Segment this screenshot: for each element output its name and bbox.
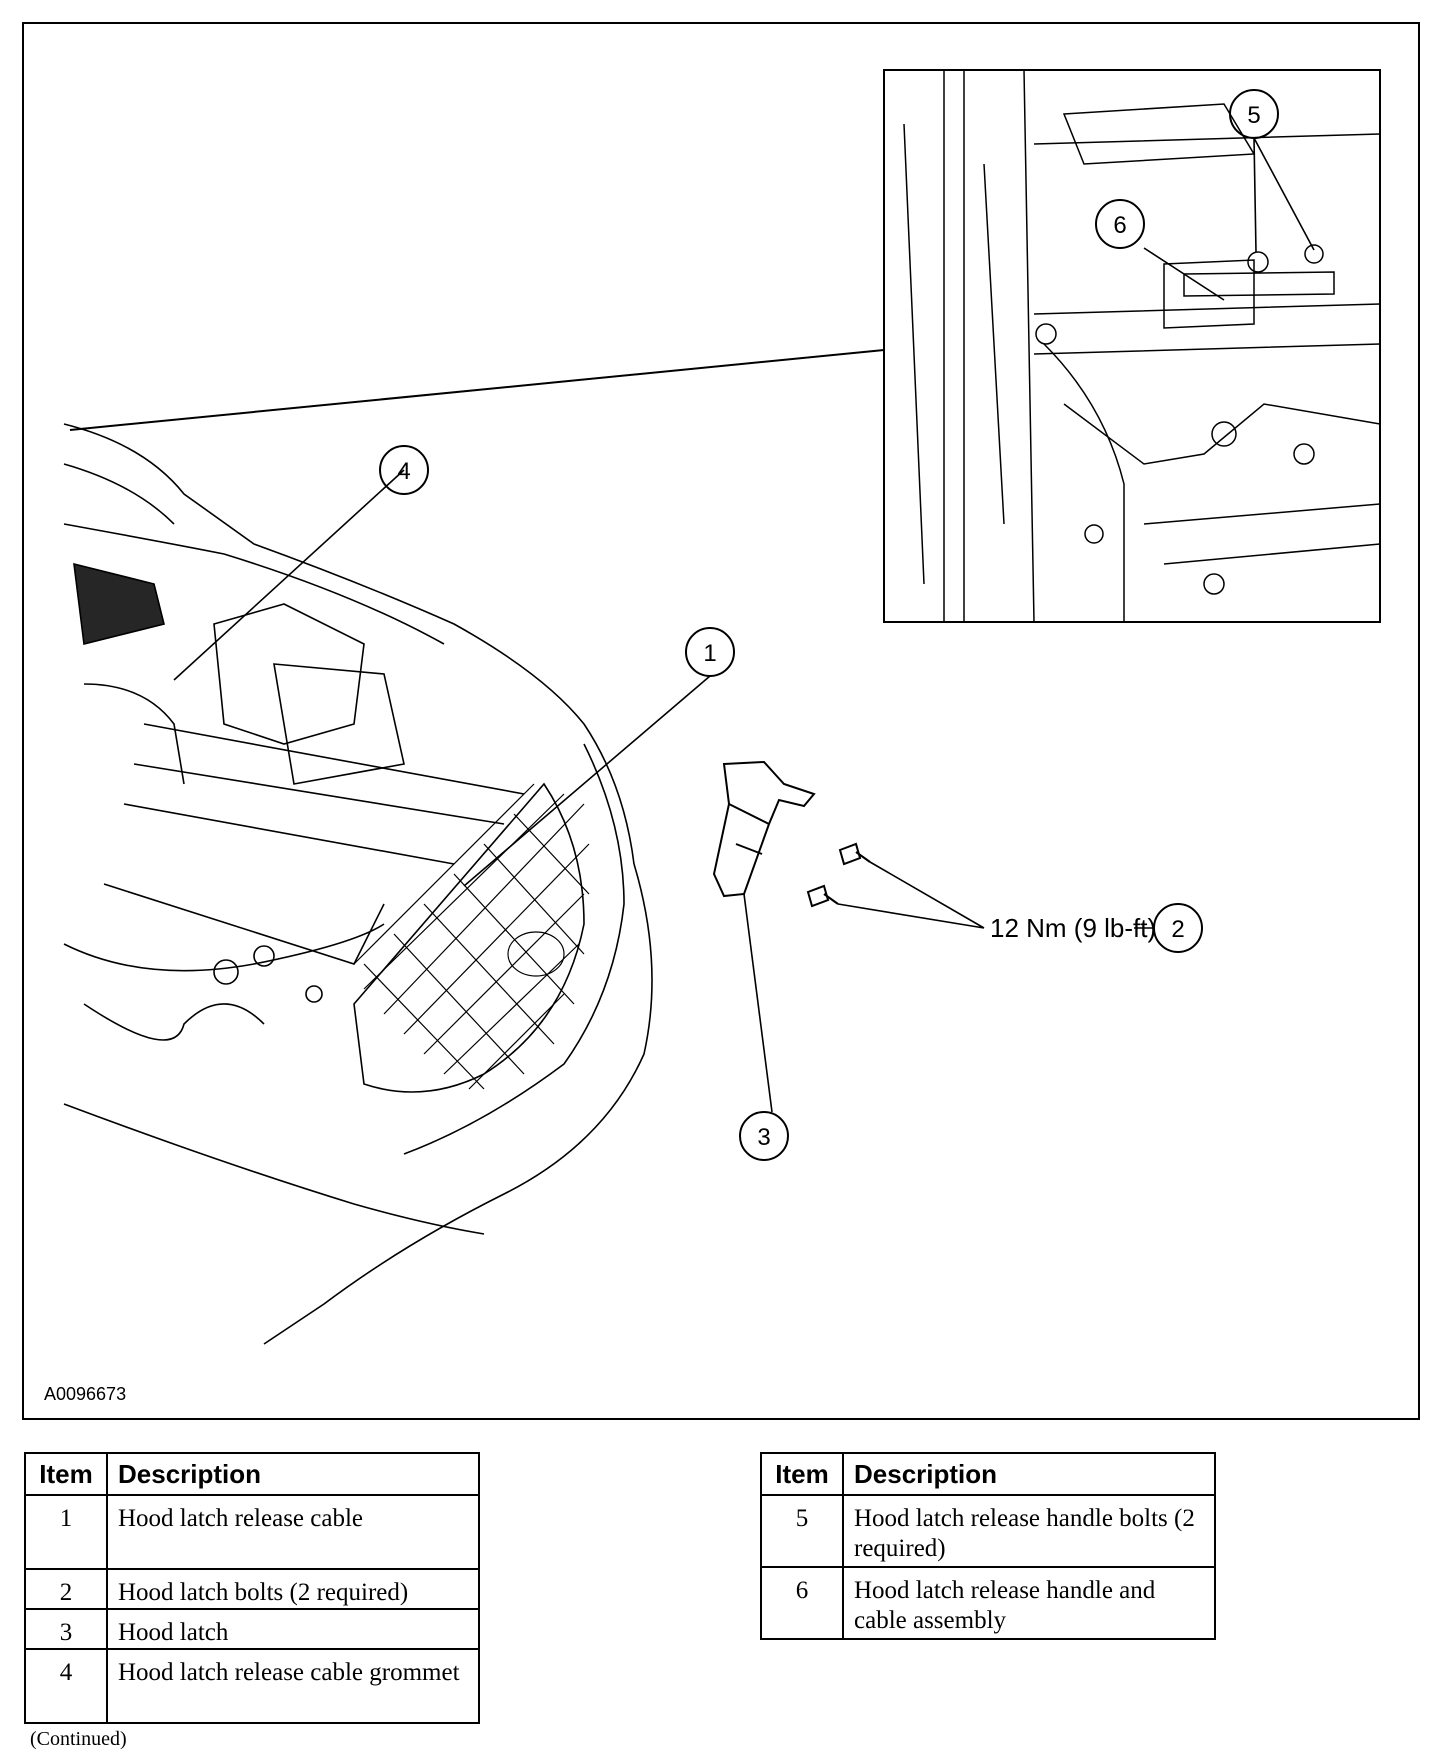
table-row: 1 Hood latch release cable — [24, 1494, 480, 1570]
table-row: 6 Hood latch release handle and cable as… — [760, 1566, 1216, 1640]
item-number: 2 — [24, 1568, 108, 1610]
item-number: 4 — [24, 1648, 108, 1724]
grille-emblem — [507, 931, 565, 977]
description-column-header: Description — [842, 1452, 1216, 1496]
callout-6-label: 6 — [1113, 212, 1126, 239]
leader-3 — [743, 893, 773, 1113]
legend-table-left: Item Description 1 Hood latch release ca… — [24, 1452, 480, 1724]
legend-header-row: Item Description — [24, 1452, 480, 1496]
callout-3-circle — [739, 1111, 789, 1161]
vehicle-front-linework — [63, 423, 653, 1345]
item-description: Hood latch release handle and cable asse… — [842, 1566, 1216, 1640]
callout-leaders — [173, 137, 1315, 1113]
callout-5-circle — [1229, 89, 1279, 139]
leader-1 — [463, 675, 711, 887]
inset-detail-box — [883, 69, 1381, 623]
exploded-view-drawing: 1 2 3 4 5 6 12 Nm (9 lb-ft) — [63, 69, 1381, 1345]
item-number: 5 — [760, 1494, 844, 1568]
item-description: Hood latch release cable grommet — [106, 1648, 480, 1724]
item-description: Hood latch — [106, 1608, 480, 1650]
item-column-header: Item — [760, 1452, 844, 1496]
legend-header-row: Item Description — [760, 1452, 1216, 1496]
leader-5 — [1253, 137, 1315, 253]
item-description: Hood latch release cable — [106, 1494, 480, 1570]
item-description: Hood latch release handle bolts (2 requi… — [842, 1494, 1216, 1568]
grille-mesh — [353, 783, 590, 1090]
inset-detail-linework — [903, 69, 1381, 623]
description-column-header: Description — [106, 1452, 480, 1496]
diagram-figure: 1 2 3 4 5 6 12 Nm (9 lb-ft) A0096673 — [22, 22, 1420, 1420]
table-row: 2 Hood latch bolts (2 required) — [24, 1568, 480, 1610]
callout-4-circle — [379, 445, 429, 495]
inset-leader-line — [69, 349, 885, 431]
callout-5-label: 5 — [1247, 102, 1260, 129]
table-row: 3 Hood latch — [24, 1608, 480, 1650]
item-description: Hood latch bolts (2 required) — [106, 1568, 480, 1610]
item-column-header: Item — [24, 1452, 108, 1496]
leader-4 — [173, 469, 405, 681]
table-row: 4 Hood latch release cable grommet — [24, 1648, 480, 1724]
callout-2-label: 2 — [1171, 916, 1184, 943]
item-number: 3 — [24, 1608, 108, 1650]
callout-1-label: 1 — [703, 640, 716, 667]
table-row: 5 Hood latch release handle bolts (2 req… — [760, 1494, 1216, 1568]
callout-4-label: 4 — [397, 458, 410, 485]
callout-1-circle — [685, 627, 735, 677]
torque-spec-label: 12 Nm (9 lb-ft) — [990, 913, 1156, 943]
item-number: 1 — [24, 1494, 108, 1570]
figure-id-label: A0096673 — [44, 1384, 127, 1404]
callout-3-label: 3 — [757, 1124, 770, 1151]
continued-note: (Continued) — [30, 1728, 127, 1750]
callout-6-circle — [1095, 199, 1145, 249]
legend-table-right: Item Description 5 Hood latch release ha… — [760, 1452, 1216, 1640]
item-number: 6 — [760, 1566, 844, 1640]
leader-6 — [1143, 247, 1225, 301]
callout-2-circle — [1153, 903, 1203, 953]
leader-2 — [837, 861, 985, 929]
hood-latch-bolts — [806, 842, 871, 908]
callout-circles — [379, 89, 1279, 1161]
hood-latch-part — [712, 760, 816, 898]
